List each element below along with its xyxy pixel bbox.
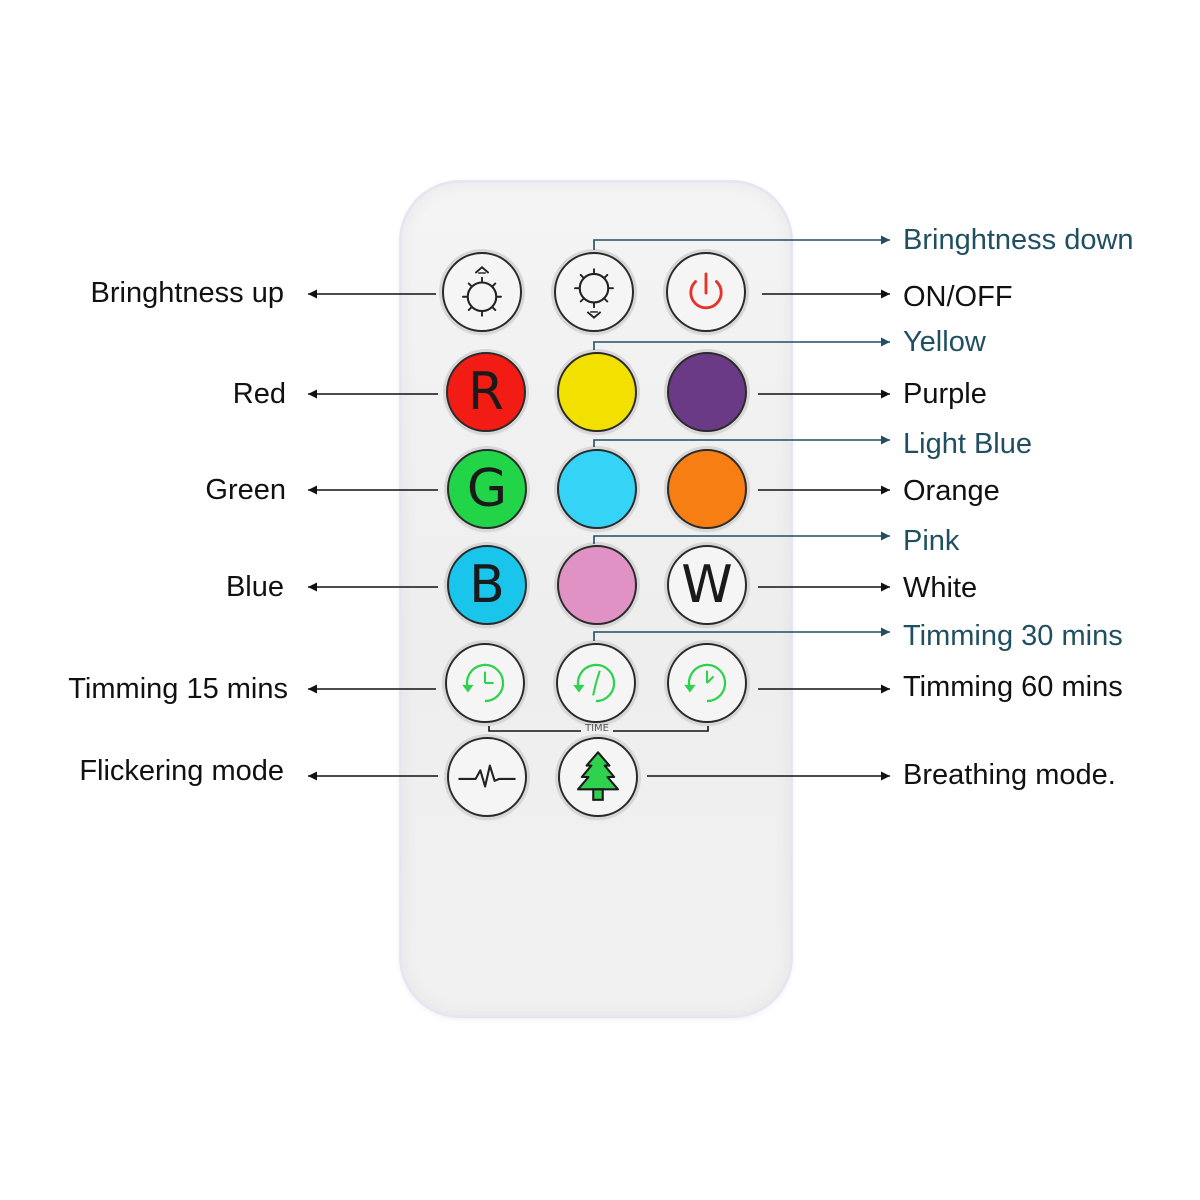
blue-button[interactable]: B [447, 545, 527, 625]
label-breathing: Breathing mode. [903, 759, 1116, 791]
power-icon [689, 272, 723, 310]
green-button-letter: G [466, 459, 508, 519]
clock-icon [684, 663, 727, 703]
breathing-mode-button[interactable] [558, 737, 638, 817]
clock-icon [573, 663, 616, 703]
sun-arrow-up-icon [462, 266, 502, 317]
light-blue-button[interactable] [557, 449, 637, 529]
label-brightness-down: Bringhtness down [903, 224, 1134, 256]
label-timer-15: Timming 15 mins [68, 673, 288, 705]
label-timer-60: Timming 60 mins [903, 671, 1123, 703]
label-pink: Pink [903, 525, 960, 557]
orange-button[interactable] [667, 449, 747, 529]
green-button[interactable]: G [447, 449, 527, 529]
timer-60-button[interactable] [667, 643, 747, 723]
flickering-mode-button[interactable] [447, 737, 527, 817]
brightness-up-button[interactable] [442, 252, 522, 332]
clock-icon [462, 663, 505, 703]
label-green: Green [205, 474, 286, 506]
label-brightness-up: Bringhtness up [90, 277, 284, 309]
purple-button[interactable] [667, 352, 747, 432]
red-button-letter: R [467, 362, 505, 422]
power-button[interactable] [666, 252, 746, 332]
label-light-blue: Light Blue [903, 428, 1032, 460]
sun-arrow-down-icon [574, 268, 614, 319]
label-purple: Purple [903, 378, 987, 410]
yellow-button[interactable] [557, 352, 637, 432]
pulse-icon [458, 764, 516, 788]
label-blue: Blue [225, 571, 284, 603]
label-yellow: Yellow [903, 326, 986, 358]
label-orange: Orange [903, 475, 1000, 507]
label-red: Red [232, 378, 286, 410]
blue-button-letter: B [469, 555, 505, 615]
timer-15-button[interactable] [445, 643, 525, 723]
white-button[interactable]: W [667, 545, 747, 625]
label-timer-30: Timming 30 mins [903, 620, 1123, 652]
label-on-off: ON/OFF [903, 281, 1013, 313]
label-flickering: Flickering mode [79, 755, 284, 787]
time-caption: TIME [584, 723, 609, 734]
white-button-letter: W [681, 555, 733, 615]
tree-icon [577, 751, 619, 801]
pink-button[interactable] [557, 545, 637, 625]
red-button[interactable]: R [446, 352, 526, 432]
brightness-down-button[interactable] [554, 252, 634, 332]
timer-30-button[interactable] [556, 643, 636, 723]
label-white: White [903, 572, 978, 604]
